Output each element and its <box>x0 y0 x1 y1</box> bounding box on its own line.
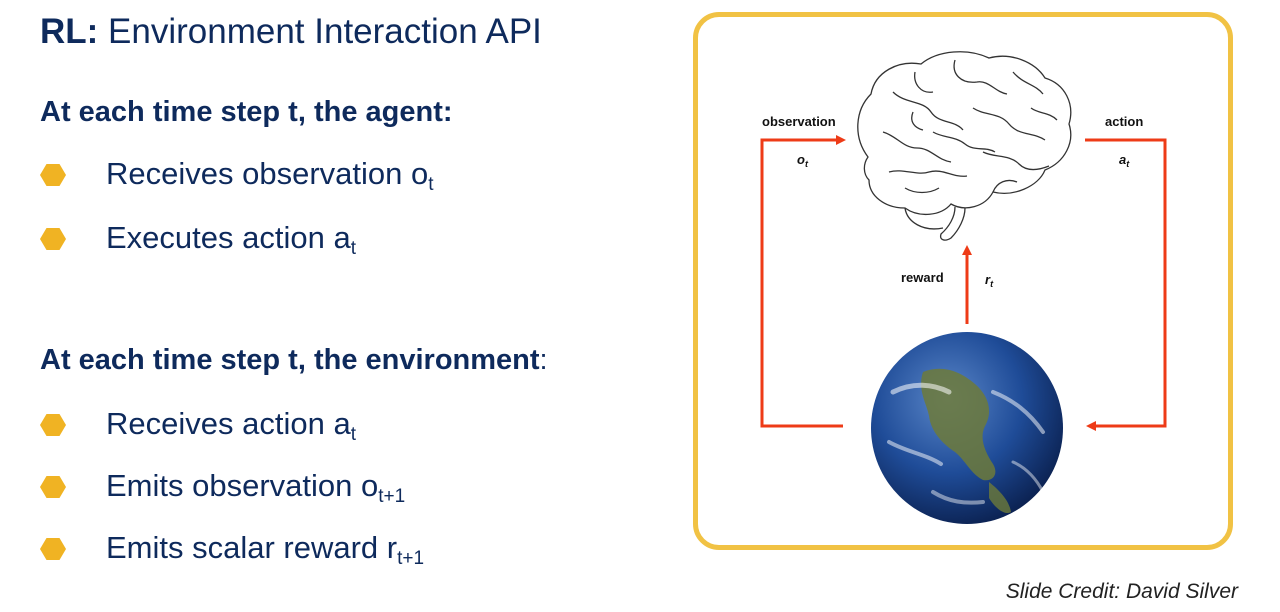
slide-title: RL: Environment Interaction API <box>40 12 542 52</box>
bullet-subscript: t <box>428 174 434 195</box>
observation-label: observation <box>762 114 836 129</box>
bullet-text: Emits observation o <box>106 468 379 503</box>
observation-arrow <box>760 135 846 428</box>
action-symbol: at <box>1119 152 1130 169</box>
hexagon-bullet-icon <box>40 476 66 498</box>
environment-heading: At each time step t, the environment: <box>40 344 548 377</box>
environment-heading-text: At each time step t, the environment <box>40 344 540 376</box>
observation-symbol: ot <box>797 152 809 169</box>
diagram-frame <box>693 12 1233 550</box>
hexagon-bullet-icon <box>40 538 66 560</box>
slide-credit: Slide Credit: David Silver <box>1005 580 1238 603</box>
hexagon-bullet-icon <box>40 164 66 186</box>
action-label: action <box>1105 114 1143 129</box>
bullet-subscript: t+1 <box>378 486 406 507</box>
hexagon-bullet-icon <box>40 228 66 250</box>
brain-icon <box>857 51 1072 241</box>
hexagon-bullet-icon <box>40 414 66 436</box>
action-arrow <box>1085 138 1167 431</box>
bullet-text: Executes action a <box>106 220 351 255</box>
agent-environment-diagram: observation ot action at reward rt <box>760 51 1167 524</box>
bullet-subscript: t+1 <box>397 548 425 569</box>
agent-heading: At each time step t, the agent: <box>40 96 453 128</box>
bullet-text: Emits scalar reward r <box>106 530 398 565</box>
title-text: Environment Interaction API <box>108 12 542 51</box>
environment-heading-colon: : <box>539 344 548 376</box>
title-prefix: RL: <box>40 12 99 51</box>
reward-label: reward <box>901 270 944 285</box>
earth-icon <box>871 332 1063 524</box>
bullet-subscript: t <box>350 238 356 259</box>
reward-symbol: rt <box>985 272 994 289</box>
bullet-subscript: t <box>350 424 356 445</box>
bullet-text: Receives observation o <box>106 156 429 191</box>
bullet-text: Receives action a <box>106 406 351 441</box>
